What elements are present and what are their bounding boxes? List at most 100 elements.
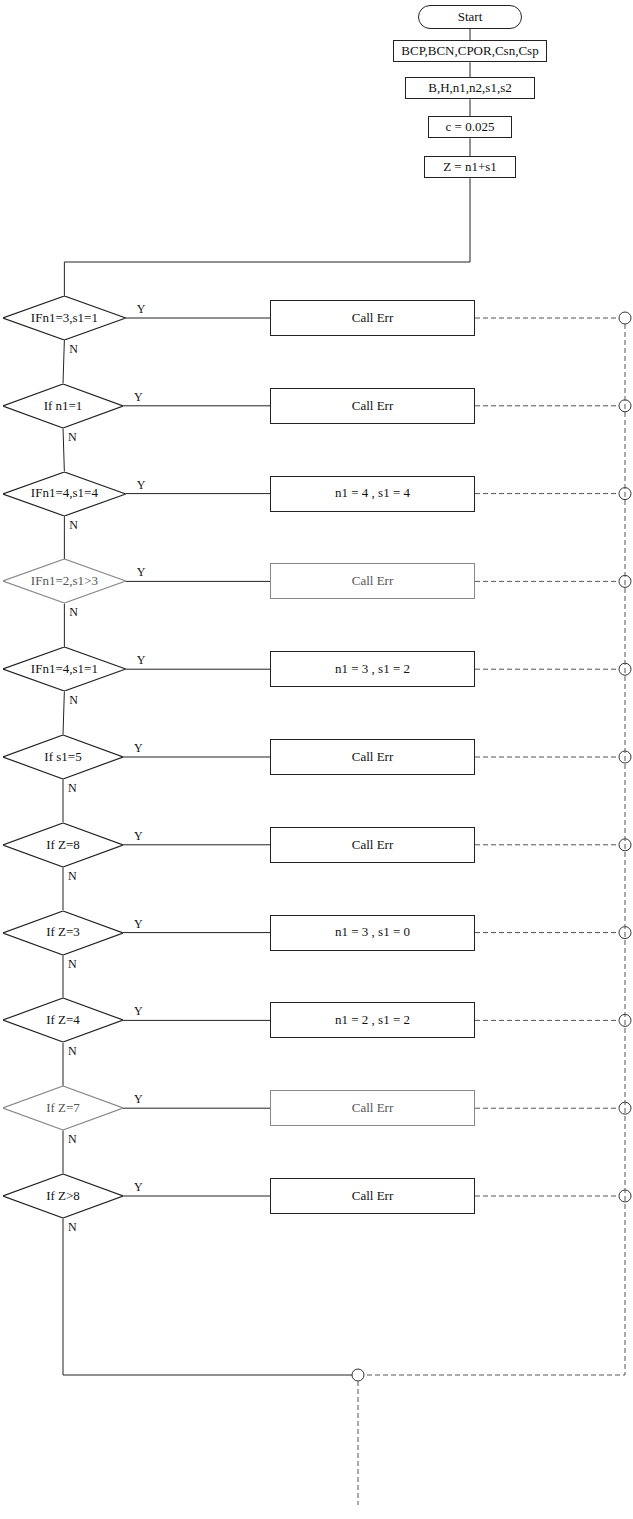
node-text: Z = n1+s1 bbox=[443, 160, 497, 174]
node-text: If s1=5 bbox=[44, 750, 81, 764]
branch-label: Y bbox=[133, 830, 144, 842]
return-line bbox=[475, 1020, 619, 1021]
branch-label: Y bbox=[136, 479, 147, 491]
return-line bbox=[475, 581, 619, 582]
flow-connector bbox=[64, 516, 65, 560]
process-box: n1 = 3 , s1 = 0 bbox=[270, 915, 475, 951]
decision-diamond: If n1=1 bbox=[3, 384, 123, 428]
branch-label: Y bbox=[136, 303, 147, 315]
flow-connector bbox=[126, 669, 270, 670]
return-line bbox=[475, 757, 619, 758]
node-text: If Z=8 bbox=[46, 838, 80, 852]
flow-connector bbox=[63, 1130, 64, 1174]
flow-connector bbox=[63, 779, 64, 823]
flow-connector bbox=[64, 178, 470, 296]
flow-connector bbox=[470, 138, 471, 156]
decision-diamond: If Z=4 bbox=[3, 998, 123, 1042]
process-box: Call Err bbox=[270, 300, 475, 336]
branch-label: N bbox=[67, 958, 78, 970]
branch-label: N bbox=[67, 431, 78, 443]
process-box: Call Err bbox=[270, 563, 475, 599]
branch-label: Y bbox=[133, 1005, 144, 1017]
node-text: n1 = 2 , s1 = 2 bbox=[335, 1013, 410, 1027]
flow-connector bbox=[126, 581, 270, 582]
branch-label: Y bbox=[133, 391, 144, 403]
node-text: If Z>8 bbox=[46, 1189, 80, 1203]
decision-diamond: IFn1=4,s1=1 bbox=[3, 647, 126, 691]
process-box: c = 0.025 bbox=[428, 116, 512, 138]
branch-label: N bbox=[67, 870, 78, 882]
process-box: Z = n1+s1 bbox=[424, 156, 516, 178]
process-box: n1 = 2 , s1 = 2 bbox=[270, 1002, 475, 1038]
node-text: IFn1=2,s1>3 bbox=[31, 574, 98, 588]
node-text: Call Err bbox=[352, 1189, 394, 1203]
branch-label: N bbox=[67, 1133, 78, 1145]
decision-diamond: IFn1=3,s1=1 bbox=[3, 296, 126, 340]
branch-label: Y bbox=[133, 918, 144, 930]
flow-connector bbox=[123, 757, 270, 758]
flow-connector bbox=[123, 932, 270, 933]
return-line bbox=[475, 932, 619, 933]
branch-label: N bbox=[67, 1221, 78, 1233]
process-box: Call Err bbox=[270, 388, 475, 424]
branch-label: N bbox=[68, 519, 79, 531]
node-text: Call Err bbox=[352, 399, 394, 413]
flow-connector bbox=[470, 99, 471, 116]
flow-connector bbox=[123, 1108, 270, 1109]
node-text: n1 = 4 , s1 = 4 bbox=[335, 486, 410, 500]
flow-connector bbox=[123, 405, 270, 406]
node-text: If Z=7 bbox=[46, 1101, 80, 1115]
node-text: c = 0.025 bbox=[446, 120, 495, 134]
flow-connector bbox=[63, 867, 64, 911]
decision-diamond: If Z=8 bbox=[3, 823, 123, 867]
branch-label: Y bbox=[136, 654, 147, 666]
process-box: Call Err bbox=[270, 1178, 475, 1214]
branch-label: N bbox=[67, 782, 78, 794]
node-text: n1 = 3 , s1 = 0 bbox=[335, 925, 410, 939]
node-text: If n1=1 bbox=[44, 399, 83, 413]
branch-label: Y bbox=[133, 742, 144, 754]
node-text: n1 = 3 , s1 = 2 bbox=[335, 662, 410, 676]
flow-connector bbox=[123, 1196, 270, 1197]
node-text: If Z=3 bbox=[46, 925, 80, 939]
decision-diamond: If Z>8 bbox=[3, 1174, 123, 1218]
node-text: IFn1=4,s1=1 bbox=[31, 662, 98, 676]
node-text: Call Err bbox=[352, 574, 394, 588]
continue-line bbox=[358, 1381, 359, 1505]
decision-diamond: IFn1=4,s1=4 bbox=[3, 472, 126, 516]
branch-label: N bbox=[68, 343, 79, 355]
node-text: Call Err bbox=[352, 750, 394, 764]
node-text: IFn1=3,s1=1 bbox=[31, 311, 98, 325]
node-text: If Z=4 bbox=[46, 1013, 80, 1027]
flow-connector bbox=[123, 1020, 270, 1021]
flow-connector bbox=[63, 1042, 64, 1086]
flow-connector bbox=[126, 318, 270, 319]
flow-connector bbox=[63, 340, 64, 384]
node-text: Call Err bbox=[352, 311, 394, 325]
node-text: IFn1=4,s1=4 bbox=[31, 486, 98, 500]
process-box: n1 = 4 , s1 = 4 bbox=[270, 476, 475, 512]
node-text: Start bbox=[458, 10, 483, 24]
process-box: Call Err bbox=[270, 739, 475, 775]
decision-diamond: IFn1=2,s1>3 bbox=[3, 559, 126, 603]
flow-connector bbox=[63, 955, 64, 999]
flow-connector bbox=[63, 428, 64, 472]
process-box: BCP,BCN,CPOR,Csn,Csp bbox=[393, 40, 546, 62]
process-box: Call Err bbox=[270, 1090, 475, 1126]
return-line bbox=[475, 1108, 619, 1109]
exit-line bbox=[63, 1218, 352, 1375]
return-line bbox=[475, 405, 619, 406]
return-line bbox=[475, 669, 619, 670]
process-box: n1 = 3 , s1 = 2 bbox=[270, 651, 475, 687]
process-box: Call Err bbox=[270, 827, 475, 863]
node-text: B,H,n1,n2,s1,s2 bbox=[428, 81, 511, 95]
return-line bbox=[475, 318, 619, 319]
flow-connector bbox=[64, 603, 65, 647]
return-line bbox=[475, 844, 619, 845]
node-text: BCP,BCN,CPOR,Csn,Csp bbox=[401, 44, 538, 58]
flow-connector bbox=[126, 493, 270, 494]
return-line bbox=[475, 1196, 619, 1197]
connector-circle bbox=[619, 312, 631, 324]
decision-diamond: If Z=7 bbox=[3, 1086, 123, 1130]
branch-label: Y bbox=[133, 1093, 144, 1105]
